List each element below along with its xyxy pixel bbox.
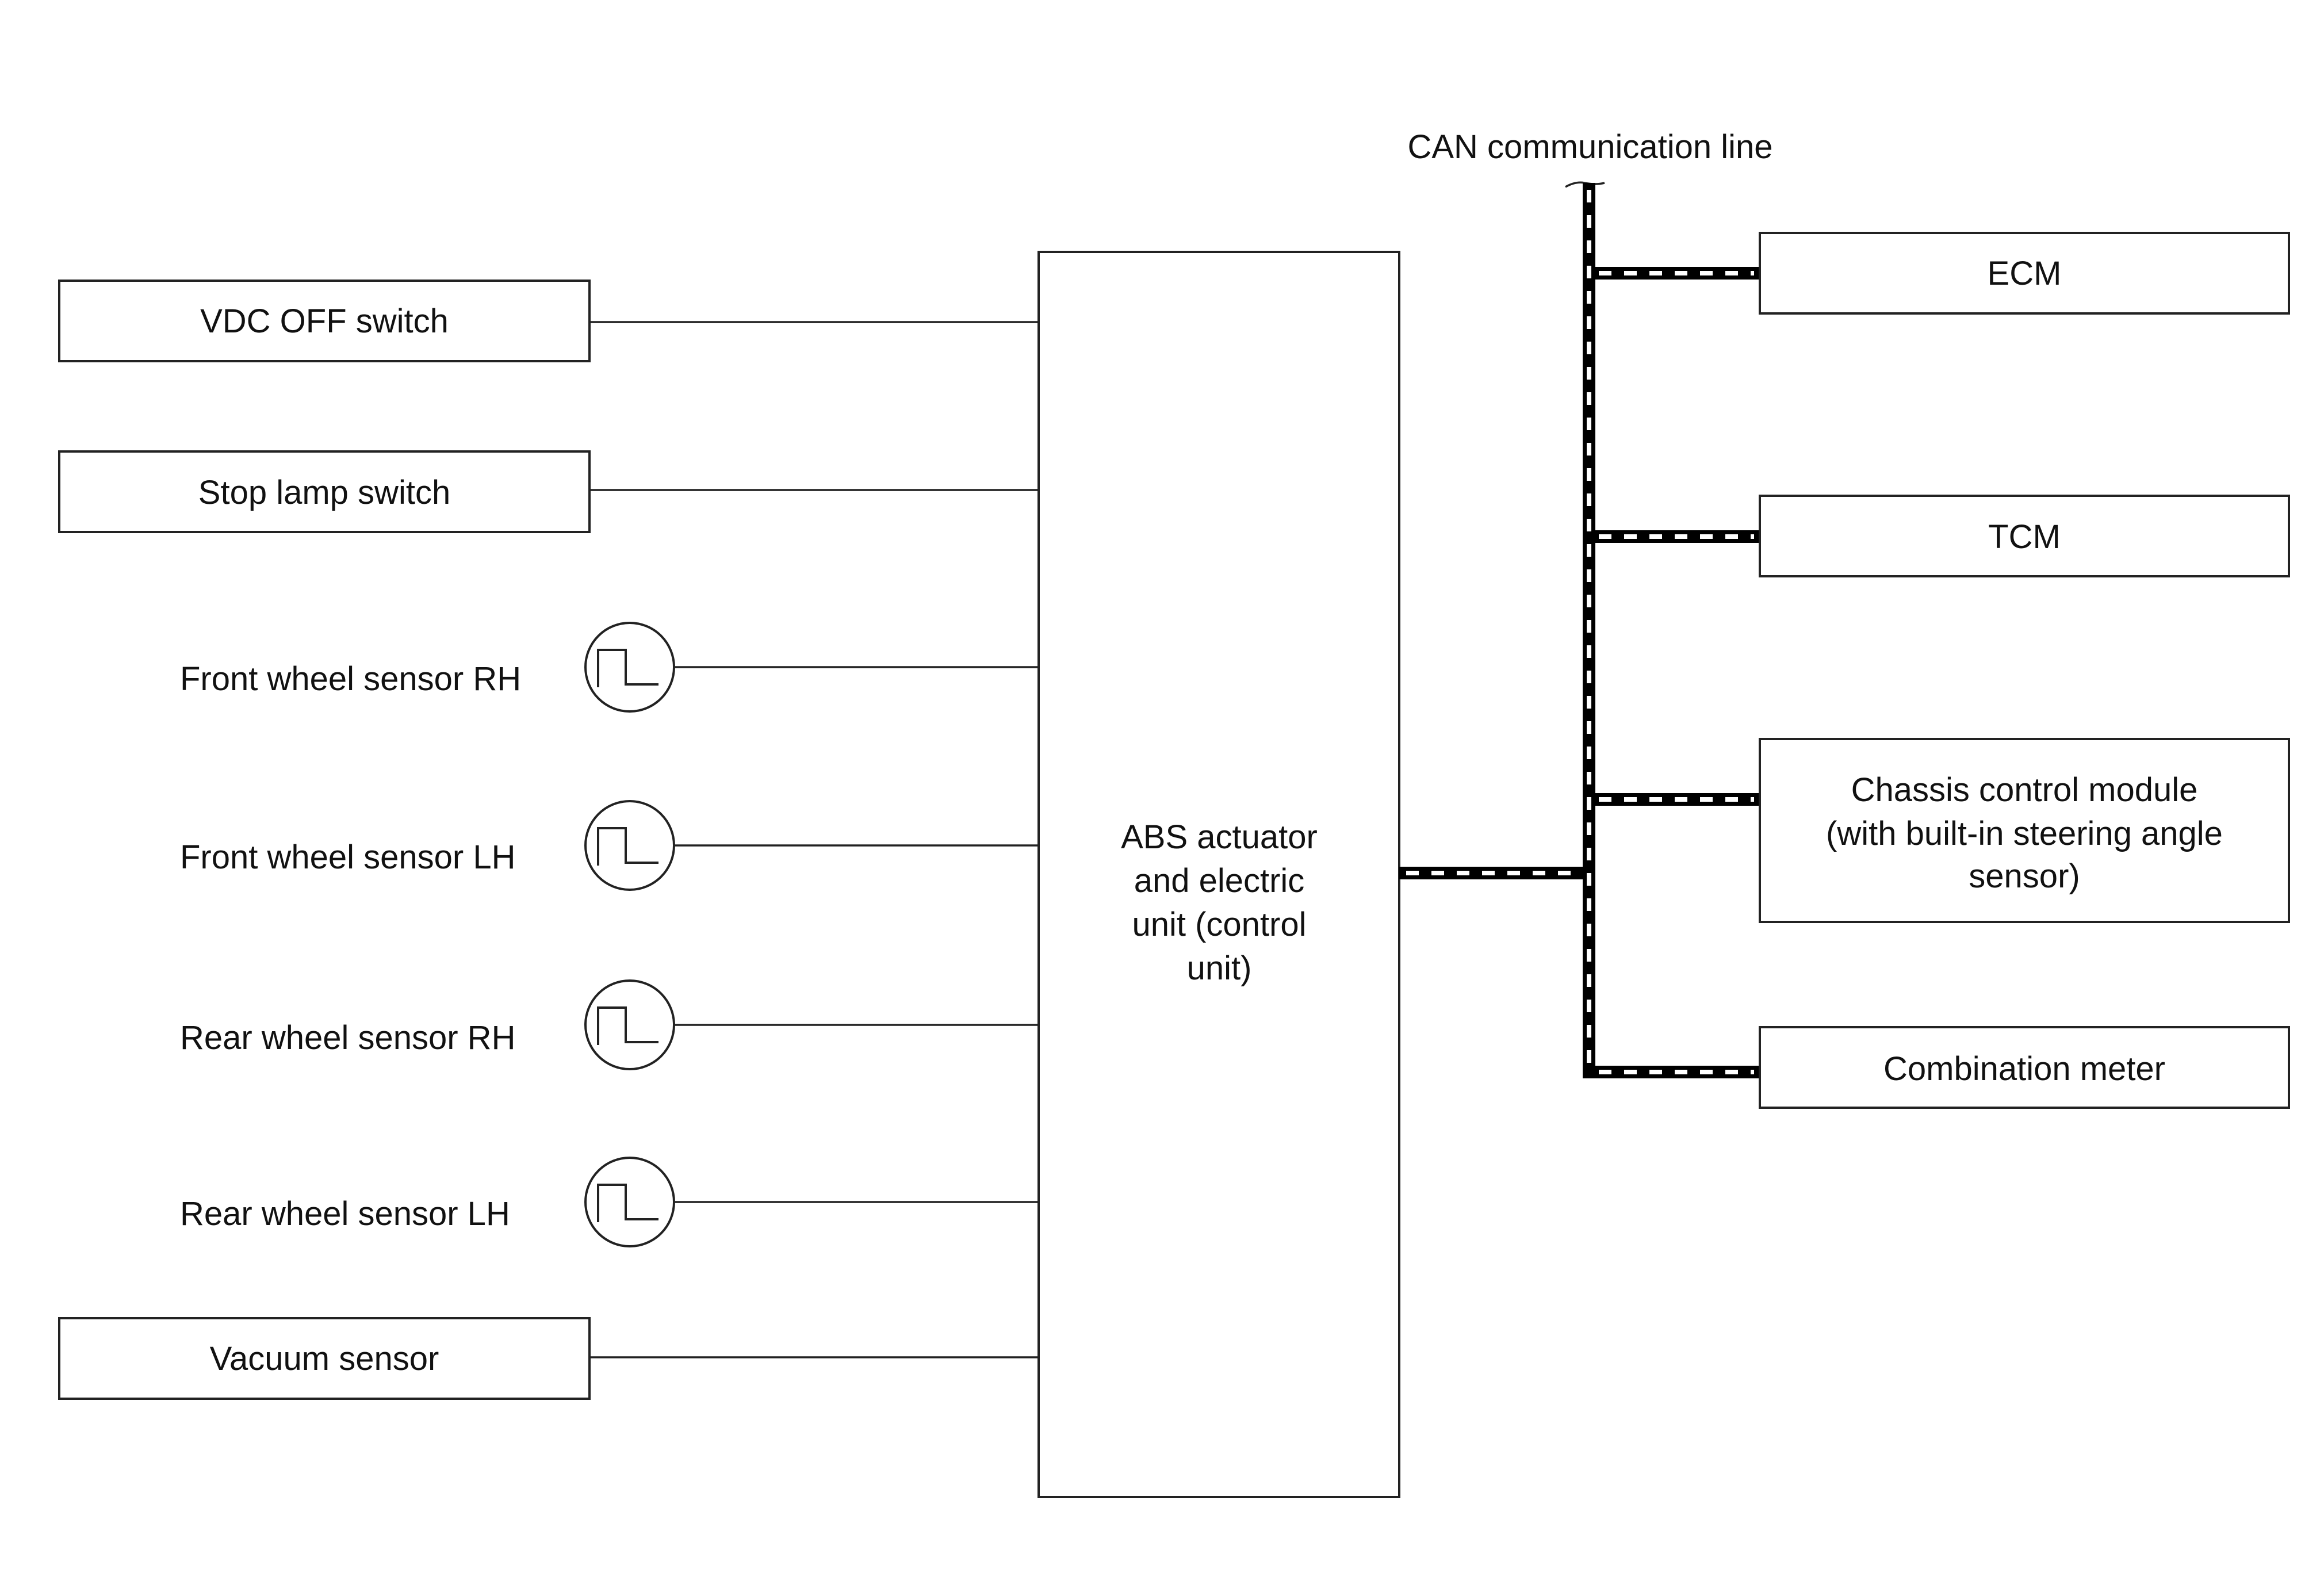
rear-wheel-sensor-lh: Rear wheel sensor LH <box>180 1157 675 1247</box>
vacuum-sensor-box: Vacuum sensor <box>58 1317 591 1400</box>
vdc-off-switch-label: VDC OFF switch <box>200 303 449 340</box>
abs-unit-label-line-2: and electric <box>1134 862 1305 899</box>
chassis-control-module-box: Chassis control module (with built-in st… <box>1759 738 2290 923</box>
tcm-label: TCM <box>1988 518 2061 556</box>
ecm-box: ECM <box>1759 232 2290 315</box>
rear-wheel-sensor-rh: Rear wheel sensor RH <box>180 979 675 1070</box>
stop-lamp-switch-box: Stop lamp switch <box>58 450 591 533</box>
can-bus <box>1399 183 1760 1078</box>
vdc-off-switch-box: VDC OFF switch <box>58 280 591 362</box>
ecm-label: ECM <box>1988 255 2062 292</box>
chassis-control-module-label-line-1: Chassis control module <box>1851 771 2198 809</box>
rear-wheel-sensor-lh-label: Rear wheel sensor LH <box>180 1195 510 1232</box>
front-wheel-sensor-rh-label: Front wheel sensor RH <box>180 660 521 698</box>
tcm-box: TCM <box>1759 495 2290 577</box>
pulse-sensor-icon <box>584 800 675 891</box>
combination-meter-box: Combination meter <box>1759 1026 2290 1109</box>
front-wheel-sensor-lh-label: Front wheel sensor LH <box>180 839 515 876</box>
can-communication-line-label: CAN communication line <box>1407 128 1772 166</box>
abs-actuator-unit: ABS actuator and electric unit (control … <box>1037 251 1400 1498</box>
abs-unit-label-line-4: unit) <box>1187 950 1252 987</box>
chassis-control-module-label-line-2: (with built-in steering angle <box>1826 815 2223 852</box>
stop-lamp-switch-label: Stop lamp switch <box>198 474 450 511</box>
abs-unit-label-line-1: ABS actuator <box>1121 818 1318 856</box>
front-wheel-sensor-lh: Front wheel sensor LH <box>180 800 675 891</box>
pulse-sensor-icon <box>584 979 675 1070</box>
pulse-sensor-icon <box>584 622 675 713</box>
front-wheel-sensor-rh: Front wheel sensor RH <box>180 622 675 713</box>
pulse-sensor-icon <box>584 1157 675 1247</box>
chassis-control-module-label-line-3: sensor) <box>1969 858 2080 895</box>
vacuum-sensor-label: Vacuum sensor <box>210 1340 439 1377</box>
rear-wheel-sensor-rh-label: Rear wheel sensor RH <box>180 1019 515 1057</box>
abs-unit-label-line-3: unit (control <box>1132 906 1306 943</box>
combination-meter-label: Combination meter <box>1883 1050 2165 1088</box>
